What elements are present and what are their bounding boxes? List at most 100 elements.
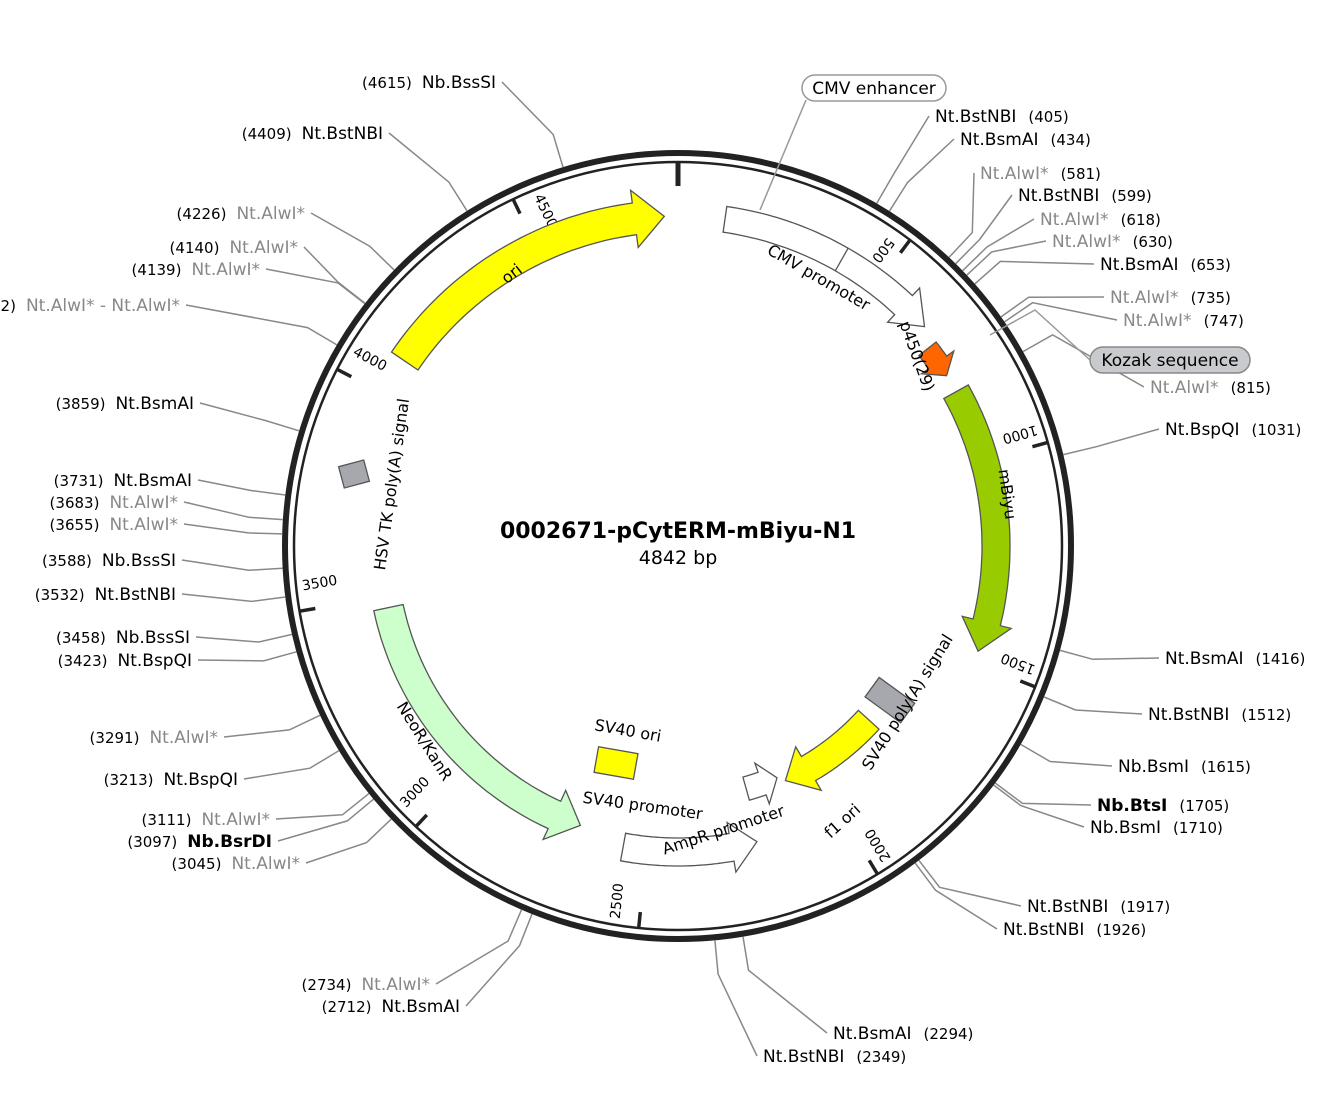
feature-ampr-promoter [742,761,778,807]
site-nb-bsmi-1615: Nb.BsmI (1615) [1020,743,1251,777]
site-leader [243,749,340,780]
tick-mark [299,606,316,613]
site-leader [277,798,374,842]
site-position: (3423) [58,652,108,670]
site-position: (653) [1191,256,1231,274]
site-nt-alwi--3111: (3111)Nt.AlwI* [142,793,370,830]
site-leader [197,479,286,496]
site-leader [914,862,998,930]
site-name: Nt.BsmAI [381,997,460,1017]
site-name: Nt.BspQI [118,651,193,671]
site-text: Nt.BspQI (1031) [1165,420,1301,440]
site-name: Nt.BsmAI [1165,649,1244,669]
site-name: Nb.BtsI [1097,796,1167,816]
site-position: (2734) [302,976,352,994]
site-name: Nt.BspQI [164,770,239,790]
site-leader [1004,301,1118,323]
feature-p450 [917,341,955,377]
site-text: (3588)Nb.BssSI [42,551,176,571]
tick-mark [336,367,353,379]
site-nb-bsssi-3458: (3458)Nb.BssSI [56,628,293,648]
site-leader [876,115,930,204]
site-position: (1416) [1256,650,1306,668]
site-leader [1000,296,1105,318]
site-name: Nt.BspQI [1165,420,1240,440]
label-f1-ori: f1 ori [820,800,864,842]
map-center: 0002671-pCytERM-mBiyu-N1 4842 bp [500,519,856,569]
site-nt-bsmai-3859: (3859)Nt.BsmAI [56,394,300,432]
label-sv40-promoter: SV40 promoter [582,788,705,824]
tick-label: 1000 [1001,421,1040,446]
cmv-divider [834,247,849,272]
site-leader [918,859,1022,907]
site-nt-alwi--581: Nt.AlwI* (581) [948,164,1101,258]
site-leader [195,633,293,643]
site-name: Nt.AlwI* [236,204,305,224]
site-position: (4226) [177,205,227,223]
site-text: Nb.BsmI (1710) [1090,818,1223,838]
feature-ori [390,188,666,371]
site-text: Nt.BsmAI (434) [960,130,1091,150]
backbone-rings [282,150,1074,942]
site-nt-bstnbi-599: Nt.BstNBI (599) [955,186,1152,265]
site-text: (4409)Nt.BstNBI [242,124,383,144]
site-position: (4409) [242,125,292,143]
site-name: Nb.BsrDI [187,832,272,852]
site-name: Nt.BsmAI [1100,255,1179,275]
site-leader [888,138,955,212]
site-name: Nt.BsmAI [960,130,1039,150]
site-nb-btsi-1705: Nb.BtsI (1705) [994,782,1229,816]
box-sv40-poly-a [864,676,916,724]
site-name: Nt.AlwI* [1123,311,1192,331]
site-text: (3423) Nt.BspQI [58,651,192,671]
site-nt-bstnbi-3532: (3532)Nt.BstNBI [35,585,286,605]
site-leader [310,212,395,271]
site-leader [1059,649,1160,661]
site-position: (2294) [924,1025,974,1043]
site-position: (3097) [127,833,177,851]
site-name: Nt.BsmAI [833,1024,912,1044]
site-text: Nt.BstNBI (1512) [1148,705,1291,725]
site-text: (4226) Nt.AlwI* [177,204,305,224]
callout-cmv-enhancer: CMV enhancer [759,74,947,211]
site-nt-alwi--3291: (3291)Nt.AlwI* [90,714,321,748]
site-nt-bstnbi-1917: Nt.BstNBI (1917) [918,859,1170,917]
site-position: (3291) [90,729,140,747]
site-nt-bstnbi-1926: Nt.BstNBI (1926) [914,862,1146,940]
site-text: (3045)Nt.AlwI* [172,854,300,874]
feature-neor-kanr [373,603,582,841]
site-nt-bstnbi-2349: Nt.BstNBI (2349) [714,940,906,1067]
restriction-sites: Nt.BstNBI (405)Nt.BsmAI (434)Nt.AlwI* (5… [0,73,1305,1067]
tick-label: 3500 [301,573,339,595]
feature-cmv-promoter [722,205,926,328]
site-nt-bsmai-653: Nt.BsmAI (653) [974,255,1231,285]
site-nt-bsmai-3731: (3731)Nt.BsmAI [54,471,286,496]
site-position: (3859) [56,395,106,413]
feature-f1-ori [784,709,880,792]
site-name: Nb.BsmI [1118,757,1189,777]
site-leader [181,559,283,572]
site-leader [197,651,297,662]
site-text: Nb.BtsI (1705) [1097,796,1229,816]
site-text: Nt.AlwI* (630) [1052,232,1173,252]
callout-leader [989,309,1091,361]
feature-arrows [337,188,1013,874]
site-nt-bsmai-434: Nt.BsmAI (434) [888,130,1091,212]
site-name: Nt.BsmAI [113,471,192,491]
site-position: (618) [1121,211,1161,229]
site-text: (4139)Nt.AlwI* [132,260,260,280]
site-nb-bsssi-4615: (4615)Nb.BssSI [362,73,564,168]
site-position: (4140) [170,239,220,257]
tick-label: 500 [868,235,897,266]
site-position: (405) [1028,108,1068,126]
tick-mark [899,238,912,254]
site-nt-alwi--630: Nt.AlwI* (630) [966,232,1173,276]
callout-text: Kozak sequence [1101,351,1238,371]
site-name: Nt.AlwI* [361,975,430,995]
site-position: (1926) [1096,921,1146,939]
callout-leader [759,99,807,211]
callout-kozak-sequence: Kozak sequence [989,309,1251,374]
tick-label: 2000 [862,826,894,865]
site-position: (4042) [0,297,16,315]
tick-mark [636,911,643,929]
